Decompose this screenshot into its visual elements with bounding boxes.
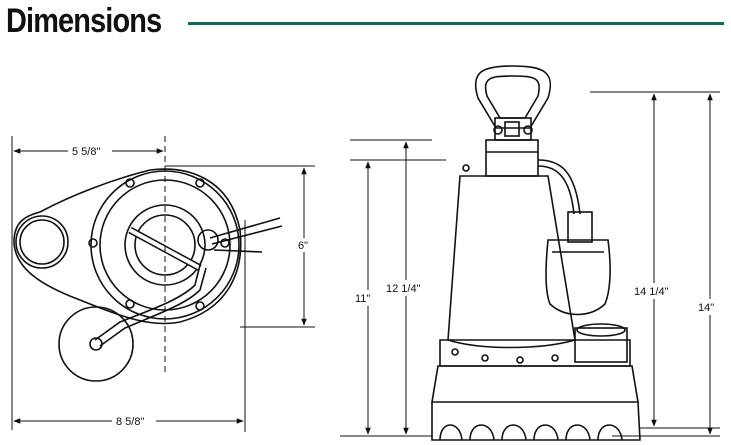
side-view-dimensions — [340, 91, 720, 437]
height-14-1-4-label: 14 1/4" — [634, 286, 669, 298]
section-title: Dimensions — [6, 2, 162, 40]
side-view-pump — [431, 65, 641, 441]
height-14-label: 14" — [698, 302, 714, 314]
height-6-label: 6" — [298, 240, 308, 252]
height-12-1-4-label: 12 1/4" — [386, 283, 421, 295]
top-view-pump — [13, 168, 283, 382]
title-rule — [188, 22, 724, 25]
height-11-label: 11" — [355, 293, 370, 305]
bottom-width-label: 8 5/8" — [116, 416, 144, 428]
top-width-label: 5 5/8" — [72, 146, 100, 158]
